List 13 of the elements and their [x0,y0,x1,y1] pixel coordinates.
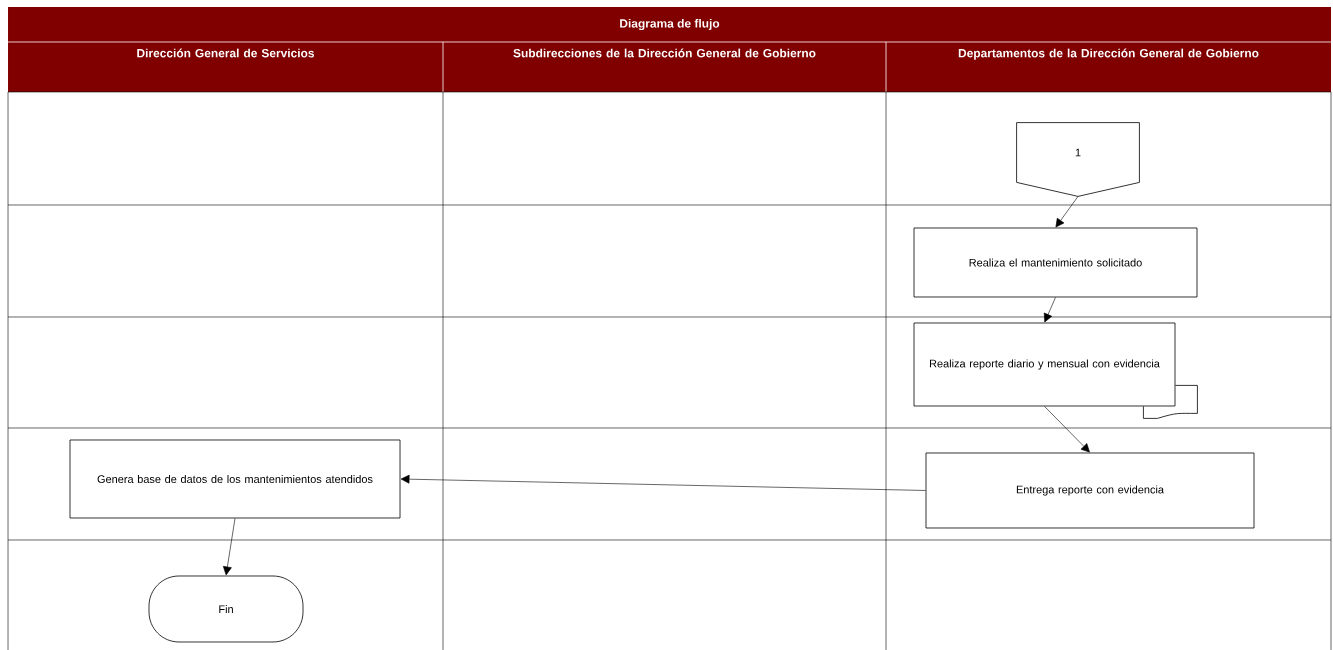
arrow [400,474,926,491]
arrow [1055,196,1079,228]
process-box: Genera base de datos de los mantenimientos atendidos [69,439,401,519]
process-box: Entrega reporte con evidencia [925,452,1255,529]
arrow [223,518,236,576]
lane-header: Subdirecciones de la Dirección General de Gobierno [443,42,886,92]
lane-header: Departamentos de la Dirección General de Gobierno [886,42,1331,92]
arrow [1044,406,1090,453]
off-page-connector: 1 [1016,122,1140,197]
lane-header: Dirección General de Servicios [8,42,443,92]
arrow [1043,297,1056,323]
process-box: Realiza el mantenimiento solicitado [913,227,1198,298]
document-box: Realiza reporte diario y mensual con evidencia [913,322,1198,419]
